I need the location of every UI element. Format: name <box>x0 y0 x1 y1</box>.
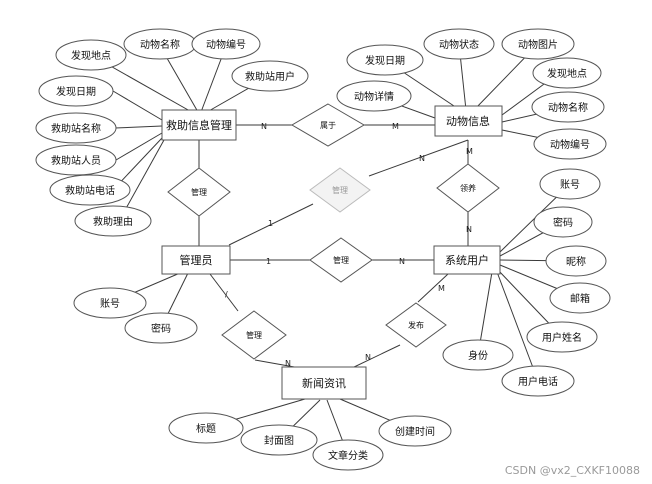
attr-rescue-animal-id: 动物编号 <box>191 28 261 60</box>
card-animal-belongs: M <box>392 122 399 131</box>
attr-animal-detail: 动物详情 <box>336 80 412 112</box>
svg-text:发现地点: 发现地点 <box>71 49 111 62</box>
attr-admin-account: 账号 <box>73 287 147 319</box>
attr-news-category: 文章分类 <box>312 439 384 471</box>
card-animal-adopt: M <box>466 147 473 156</box>
svg-text:身份: 身份 <box>468 349 488 362</box>
svg-text:邮箱: 邮箱 <box>570 292 590 305</box>
card-user-manage: N <box>399 257 405 266</box>
svg-text:管理: 管理 <box>332 185 348 195</box>
attr-user-role: 身份 <box>442 339 514 371</box>
attr-news-title: 标题 <box>168 412 244 444</box>
svg-text:救助站用户: 救助站用户 <box>245 70 295 83</box>
attr-user-email: 邮箱 <box>549 282 611 314</box>
svg-text:救助站电话: 救助站电话 <box>65 184 115 197</box>
attr-rescue-station-staff: 救助站人员 <box>35 144 117 176</box>
attr-animal-image: 动物图片 <box>501 28 575 60</box>
svg-text:创建时间: 创建时间 <box>395 425 435 438</box>
svg-text:动物名称: 动物名称 <box>140 38 180 51</box>
svg-text:标题: 标题 <box>196 423 216 435</box>
svg-text:发现日期: 发现日期 <box>56 85 96 98</box>
attr-news-cover: 封面图 <box>240 424 318 456</box>
card-news-publish: N <box>365 353 371 362</box>
entity-animal-info: 动物信息 <box>434 105 503 137</box>
attr-rescue-animal-name: 动物名称 <box>123 28 197 60</box>
entity-admin: 管理员 <box>161 245 231 275</box>
svg-text:发现地点: 发现地点 <box>547 67 587 80</box>
card-user-publish: M <box>438 284 445 293</box>
svg-text:动物详情: 动物详情 <box>354 90 394 103</box>
svg-text:账号: 账号 <box>560 179 580 191</box>
card-admin-manage-animal: 1 <box>268 219 273 228</box>
attr-rescue-find-location: 发现地点 <box>55 39 127 71</box>
svg-text:密码: 密码 <box>553 216 573 229</box>
svg-text:账号: 账号 <box>100 298 120 310</box>
relationship-manage-animal: 管理 <box>309 167 371 213</box>
attr-animal-id: 动物编号 <box>533 128 607 160</box>
svg-text:救助站人员: 救助站人员 <box>51 154 101 167</box>
attr-animal-find-location: 发现地点 <box>532 57 602 89</box>
svg-text:管理: 管理 <box>191 187 207 197</box>
svg-text:救助理由: 救助理由 <box>93 215 133 228</box>
attr-news-created-time: 创建时间 <box>378 415 452 447</box>
svg-text:属于: 属于 <box>320 121 336 130</box>
relationship-adopt: 领养 <box>436 163 500 213</box>
relationship-manage-rescue: 管理 <box>167 167 231 217</box>
svg-text:动物编号: 动物编号 <box>206 38 246 51</box>
svg-text:救助站名称: 救助站名称 <box>51 122 101 135</box>
svg-text:管理: 管理 <box>333 255 349 265</box>
svg-text:动物名称: 动物名称 <box>548 101 588 114</box>
relationship-publish: 发布 <box>385 302 447 348</box>
svg-text:封面图: 封面图 <box>264 434 294 447</box>
svg-text:管理: 管理 <box>246 330 262 340</box>
relationship-belongs: 属于 <box>291 103 365 147</box>
svg-text:动物信息: 动物信息 <box>446 114 490 128</box>
attr-rescue-station-user: 救助站用户 <box>231 60 309 92</box>
attr-rescue-reason: 救助理由 <box>74 205 152 237</box>
svg-text:发现日期: 发现日期 <box>365 54 405 67</box>
svg-text:用户姓名: 用户姓名 <box>542 331 582 344</box>
cardinalities: N M N M N 1 1 N / N N M <box>225 122 473 368</box>
watermark: CSDN @vx2_CXKF10088 <box>505 464 640 477</box>
svg-text:昵称: 昵称 <box>566 255 586 268</box>
svg-text:动物编号: 动物编号 <box>550 138 590 151</box>
entity-rescue-info: 救助信息管理 <box>161 109 237 141</box>
svg-text:动物图片: 动物图片 <box>518 38 558 51</box>
svg-text:领养: 领养 <box>460 183 476 193</box>
svg-text:救助信息管理: 救助信息管理 <box>166 118 232 132</box>
svg-text:新闻资讯: 新闻资讯 <box>302 376 346 390</box>
svg-text:发布: 发布 <box>408 320 424 330</box>
attr-animal-name: 动物名称 <box>531 91 605 123</box>
card-admin-manage-user: 1 <box>266 257 271 266</box>
attr-user-phone: 用户电话 <box>501 365 575 397</box>
svg-text:文章分类: 文章分类 <box>328 449 368 462</box>
entity-system-user: 系统用户 <box>433 245 501 275</box>
svg-text:用户电话: 用户电话 <box>518 375 558 388</box>
attr-user-name: 用户姓名 <box>526 321 598 353</box>
attr-admin-password: 密码 <box>124 312 198 344</box>
attr-user-password: 密码 <box>533 206 593 238</box>
attr-rescue-station-name: 救助站名称 <box>35 112 117 144</box>
entity-news: 新闻资讯 <box>281 366 367 400</box>
svg-text:系统用户: 系统用户 <box>445 253 489 267</box>
card-admin-manage-news: / <box>225 290 228 299</box>
svg-text:密码: 密码 <box>151 322 171 335</box>
relationship-manage-news: 管理 <box>221 310 287 360</box>
attr-animal-find-date: 发现日期 <box>346 44 424 76</box>
attr-user-nickname: 昵称 <box>545 245 607 277</box>
attr-rescue-station-phone: 救助站电话 <box>49 174 131 206</box>
attr-rescue-find-date: 发现日期 <box>38 75 114 107</box>
card-news-manage: N <box>285 359 291 368</box>
card-rescue-belongs: N <box>261 122 267 131</box>
attr-animal-status: 动物状态 <box>423 28 495 60</box>
card-animal-manage: N <box>419 154 425 163</box>
card-user-adopt: N <box>466 225 472 234</box>
attr-user-account: 账号 <box>539 168 601 200</box>
relationship-manage-user: 管理 <box>309 237 373 283</box>
svg-text:管理员: 管理员 <box>180 253 213 267</box>
svg-text:动物状态: 动物状态 <box>439 38 479 51</box>
